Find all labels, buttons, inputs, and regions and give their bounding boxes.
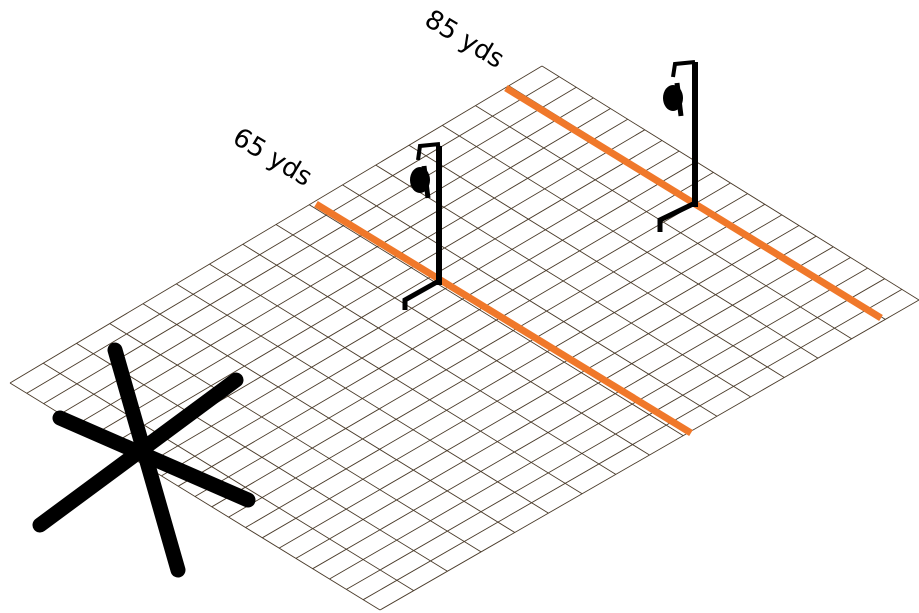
distance-label-85: 85 yds [419, 4, 509, 74]
grid-line [26, 76, 560, 394]
grid-line [211, 193, 748, 508]
grid-line [93, 118, 628, 435]
grid-line [278, 235, 817, 549]
grid-line [245, 214, 783, 528]
grid-line [329, 267, 868, 580]
grid-line [9, 65, 543, 384]
grid-line [379, 299, 919, 611]
hanging-gong-target-icon [657, 60, 698, 232]
hanging-gong-target-icon [402, 142, 442, 310]
distance-label-65: 65 yds [227, 122, 317, 192]
grid-line [177, 172, 714, 487]
grid-line [295, 246, 834, 559]
grid-line [60, 97, 594, 415]
grid-line [77, 108, 611, 425]
grid-line [194, 182, 731, 497]
grid-line [161, 161, 697, 477]
grid-line [362, 289, 903, 601]
ground-grid [9, 65, 919, 611]
grid-line [144, 150, 680, 466]
grid-line [228, 203, 766, 518]
grid-line [262, 225, 800, 539]
grid-line [43, 86, 577, 404]
star-marker-icon [32, 342, 256, 578]
grid-line [346, 278, 885, 590]
distance-line-65 [314, 201, 693, 436]
grid-line [110, 129, 646, 446]
grid-line [312, 257, 851, 570]
